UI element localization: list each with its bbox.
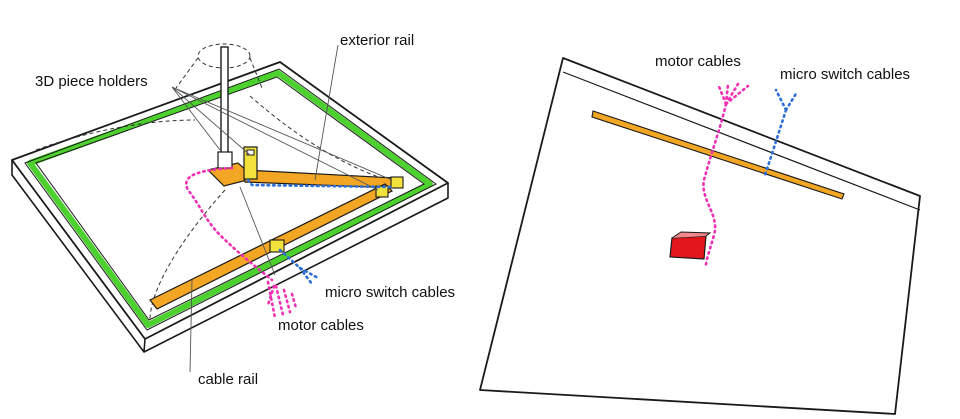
label-exterior-rail: exterior rail bbox=[340, 32, 414, 49]
pole-dashed-cone bbox=[175, 57, 263, 89]
leader-cable-rail bbox=[189, 279, 193, 373]
motor-cable-left-fan bbox=[266, 280, 298, 320]
label-cable-rail: cable rail bbox=[198, 371, 258, 388]
center-holder-box bbox=[217, 151, 233, 169]
switch-cable-right bbox=[762, 88, 799, 180]
rail-yellow-holder-right-a bbox=[390, 176, 404, 189]
exterior-rail-outline-outer bbox=[24, 68, 437, 331]
switch-cable-left-lower bbox=[278, 248, 320, 286]
exterior-rail-outline-inner bbox=[35, 76, 425, 321]
rail-yellow-holder-right-b bbox=[375, 185, 389, 198]
leader-piece-holders bbox=[171, 86, 393, 191]
right-board-edge-line bbox=[562, 71, 921, 211]
right-orange-rail bbox=[591, 110, 845, 200]
motor-cable-left-main bbox=[185, 166, 274, 282]
red-block-top-face bbox=[671, 231, 712, 239]
motor-cable-right-fan bbox=[716, 82, 750, 106]
label-motor-right: motor cables bbox=[655, 53, 741, 70]
vertical-pole bbox=[220, 46, 229, 168]
right-sketch: motor cables micro switch cables bbox=[479, 53, 921, 415]
label-motor-left: motor cables bbox=[278, 317, 364, 334]
exterior-rail-green bbox=[27, 70, 433, 328]
leader-motor-left bbox=[239, 186, 276, 276]
left-sketch: 3D piece holders exterior rail micro swi… bbox=[11, 32, 455, 388]
motor-cable-right-main bbox=[702, 102, 728, 270]
leader-exterior-rail bbox=[314, 44, 339, 181]
left-board-side bbox=[11, 160, 449, 353]
label-micro-switch-left: micro switch cables bbox=[325, 284, 455, 301]
label-piece-holders: 3D piece holders bbox=[35, 73, 148, 90]
red-block bbox=[669, 235, 707, 260]
label-micro-switch-right: micro switch cables bbox=[780, 66, 910, 83]
upper-arm-holder-slot bbox=[246, 149, 255, 156]
switch-cable-left-upper bbox=[246, 178, 394, 189]
